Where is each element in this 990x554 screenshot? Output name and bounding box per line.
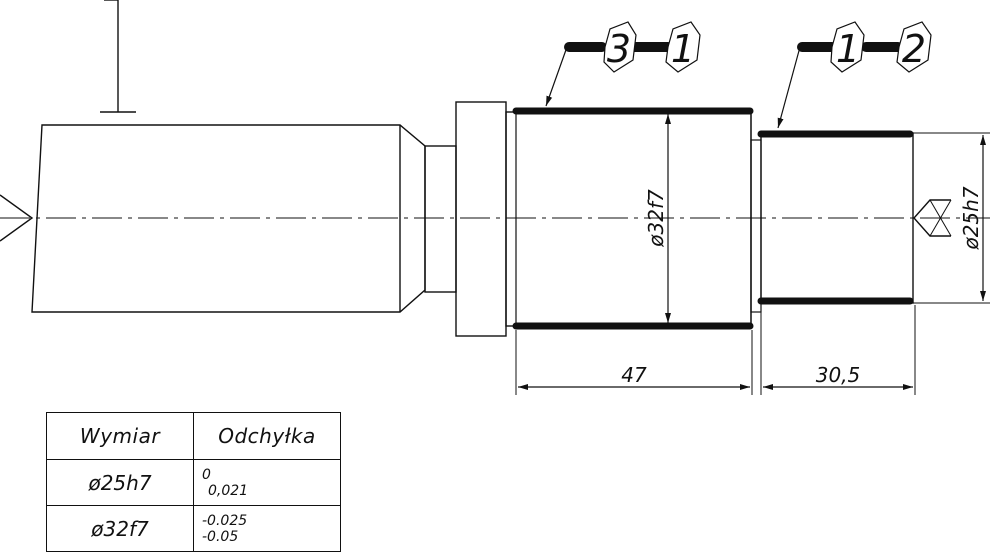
callout-1-2-second: 2: [902, 27, 926, 71]
tolerance-table: Wymiar Odchyłka ø25h7 0 0,021 ø32f7 -0.0…: [46, 412, 341, 552]
row1-lower: 0,021: [208, 482, 249, 499]
callout-1-2: 1 2: [777, 21, 932, 129]
roughness-symbol: [100, 0, 136, 113]
callout-1-2-first: 1: [836, 27, 860, 71]
dim-47-text: 47: [621, 363, 647, 387]
table-row: ø32f7 -0.025 -0.05: [46, 505, 341, 552]
collar: [455, 101, 507, 337]
center-hole-right: [913, 199, 951, 237]
dim-d25-text: ø25h7: [959, 186, 983, 250]
header-wymiar: Wymiar: [46, 412, 194, 460]
callout-3-1-first: 3: [607, 27, 631, 71]
dim-d32-text: ø32f7: [644, 189, 668, 248]
row2-dimension: ø32f7: [46, 505, 194, 552]
row2-lower: -0.05: [202, 528, 239, 545]
callout-3-1: 3 1: [545, 21, 701, 107]
row1-upper: 0: [202, 466, 211, 483]
undercut: [750, 139, 762, 313]
row1-deviation: 0 0,021: [193, 459, 341, 506]
section-d32: [505, 111, 752, 327]
row1-dimension: ø25h7: [46, 459, 194, 506]
row2-upper: -0.025: [202, 512, 248, 529]
center-hole-left: [0, 194, 34, 242]
table-row: ø25h7 0 0,021: [46, 459, 341, 506]
dim-30-5-text: 30,5: [816, 363, 861, 387]
main-body: [31, 124, 426, 313]
row2-deviation: -0.025 -0.05: [193, 505, 341, 552]
callout-3-1-second: 1: [671, 27, 695, 71]
table-header-row: Wymiar Odchyłka: [46, 412, 341, 460]
center-hole-right-line2: [929, 199, 952, 237]
header-odchylka: Odchyłka: [193, 412, 341, 460]
neck: [424, 145, 457, 293]
